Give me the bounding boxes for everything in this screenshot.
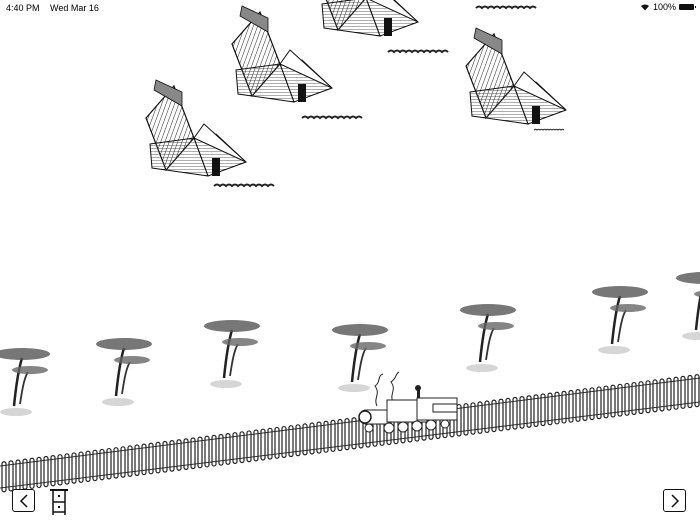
battery-percent: 100% [652,2,676,12]
previous-page-button[interactable] [12,489,35,512]
drawer-cabinet-icon[interactable] [49,488,69,516]
steam-locomotive [358,371,458,434]
status-date: Wed Mar 16 [50,3,99,13]
hut [231,5,333,103]
tree [202,318,262,390]
tree [0,346,52,418]
tree [330,322,390,394]
tree [674,270,700,342]
hut [465,27,567,125]
chevron-left-icon [19,493,28,508]
tree [590,284,650,356]
wifi-icon [640,4,649,11]
tree [94,336,154,408]
status-bar: 4:40 PM Wed Mar 16 100% [0,0,700,16]
tree [458,302,518,374]
chevron-right-icon [670,493,679,508]
hut [145,79,247,177]
next-page-button[interactable] [663,489,686,512]
status-time: 4:40 PM [6,3,40,13]
railway-track [0,374,700,493]
battery-icon [679,4,696,10]
